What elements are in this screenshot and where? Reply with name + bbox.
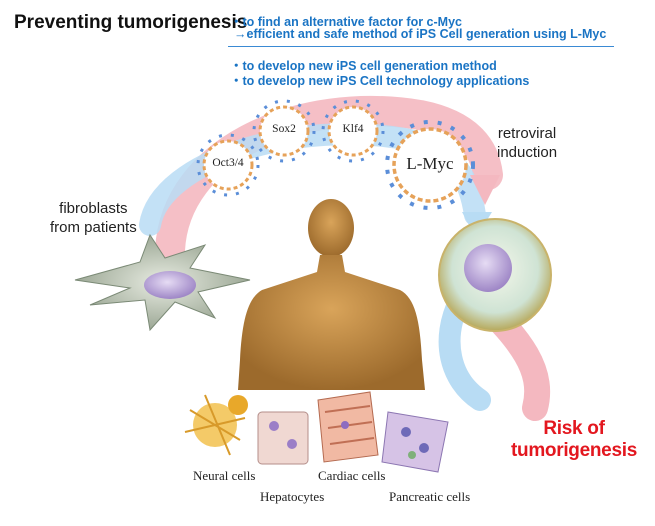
klf-virus xyxy=(321,99,385,163)
klf-label: Klf4 xyxy=(342,123,364,135)
cardiac-cells-image xyxy=(317,391,379,463)
oct-label: Oct3/4 xyxy=(212,157,244,169)
fibroblasts-text: fibroblasts xyxy=(59,200,128,217)
human-silhouette xyxy=(238,199,425,390)
sox-label: Sox2 xyxy=(272,123,296,135)
tumorigenesis-text: tumorigenesis xyxy=(511,440,637,461)
from-patients-text: from patients xyxy=(50,219,137,236)
risk-label: Risk of tumorigenesis xyxy=(511,418,637,462)
oct-virus xyxy=(196,133,260,197)
page-title: Preventing tumorigenesis xyxy=(14,12,248,33)
lmyc-virus xyxy=(385,120,475,210)
pancreatic-cells-label: Pancreatic cells xyxy=(389,489,471,504)
bullet-lmyc-method: →efficient and safe method of iPS Cell g… xyxy=(234,27,607,41)
sox-virus xyxy=(252,99,316,163)
hepatocytes-image xyxy=(257,411,309,465)
bullet-new-method: ・to develop new iPS cell generation meth… xyxy=(230,59,497,73)
neural-cells-label: Neural cells xyxy=(193,468,256,483)
retroviral-induction-label: retroviral induction xyxy=(497,124,557,162)
cardiac-cells-label: Cardiac cells xyxy=(318,468,386,483)
hepatocytes-label: Hepatocytes xyxy=(260,489,325,504)
header-divider xyxy=(228,46,614,47)
pancreatic-cells-image xyxy=(381,411,449,473)
induction-text: induction xyxy=(497,144,558,161)
ips-cell xyxy=(438,218,552,332)
bullet-alternative-factor: ・to find an alternative factor for c-Myc xyxy=(230,15,462,29)
fibroblast-cell xyxy=(74,233,251,332)
fibroblasts-label: fibroblasts from patients xyxy=(50,199,137,237)
lmyc-label: L-Myc xyxy=(406,154,454,173)
risk-of-text: Risk of xyxy=(543,418,605,439)
neural-cells-image xyxy=(184,394,248,456)
bullet-new-applications: ・to develop new iPS Cell technology appl… xyxy=(230,74,530,88)
retroviral-text: retroviral xyxy=(497,125,557,142)
